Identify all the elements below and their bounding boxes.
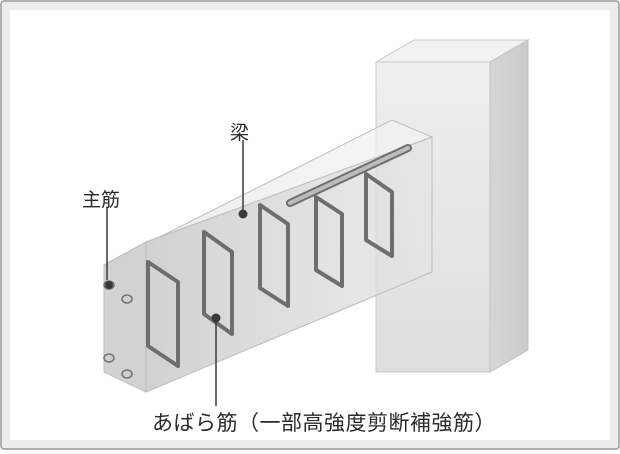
stirrup [258, 203, 290, 308]
leader-lines [105, 140, 248, 406]
stirrups [146, 172, 394, 368]
beam-leader-dot [238, 209, 248, 219]
main-rebar-label: 主筋 [82, 189, 121, 211]
stirrup [364, 172, 394, 258]
stirrup [314, 195, 344, 288]
main-rebar-end [103, 353, 115, 363]
abara-leader-dot [211, 313, 221, 323]
longitudinal-rebar [286, 144, 412, 207]
main-rebar-end [121, 294, 133, 304]
main-rebar-end [121, 369, 133, 379]
main-rebar-leader-dot [105, 281, 113, 289]
beam-label: 梁 [230, 122, 250, 144]
stirrup-label: あばら筋（一部高強度剪断補強筋） [152, 411, 496, 435]
beam-end-face [103, 241, 147, 393]
stirrup [202, 230, 234, 336]
stirrup [146, 260, 180, 368]
column-side-face [489, 39, 529, 373]
